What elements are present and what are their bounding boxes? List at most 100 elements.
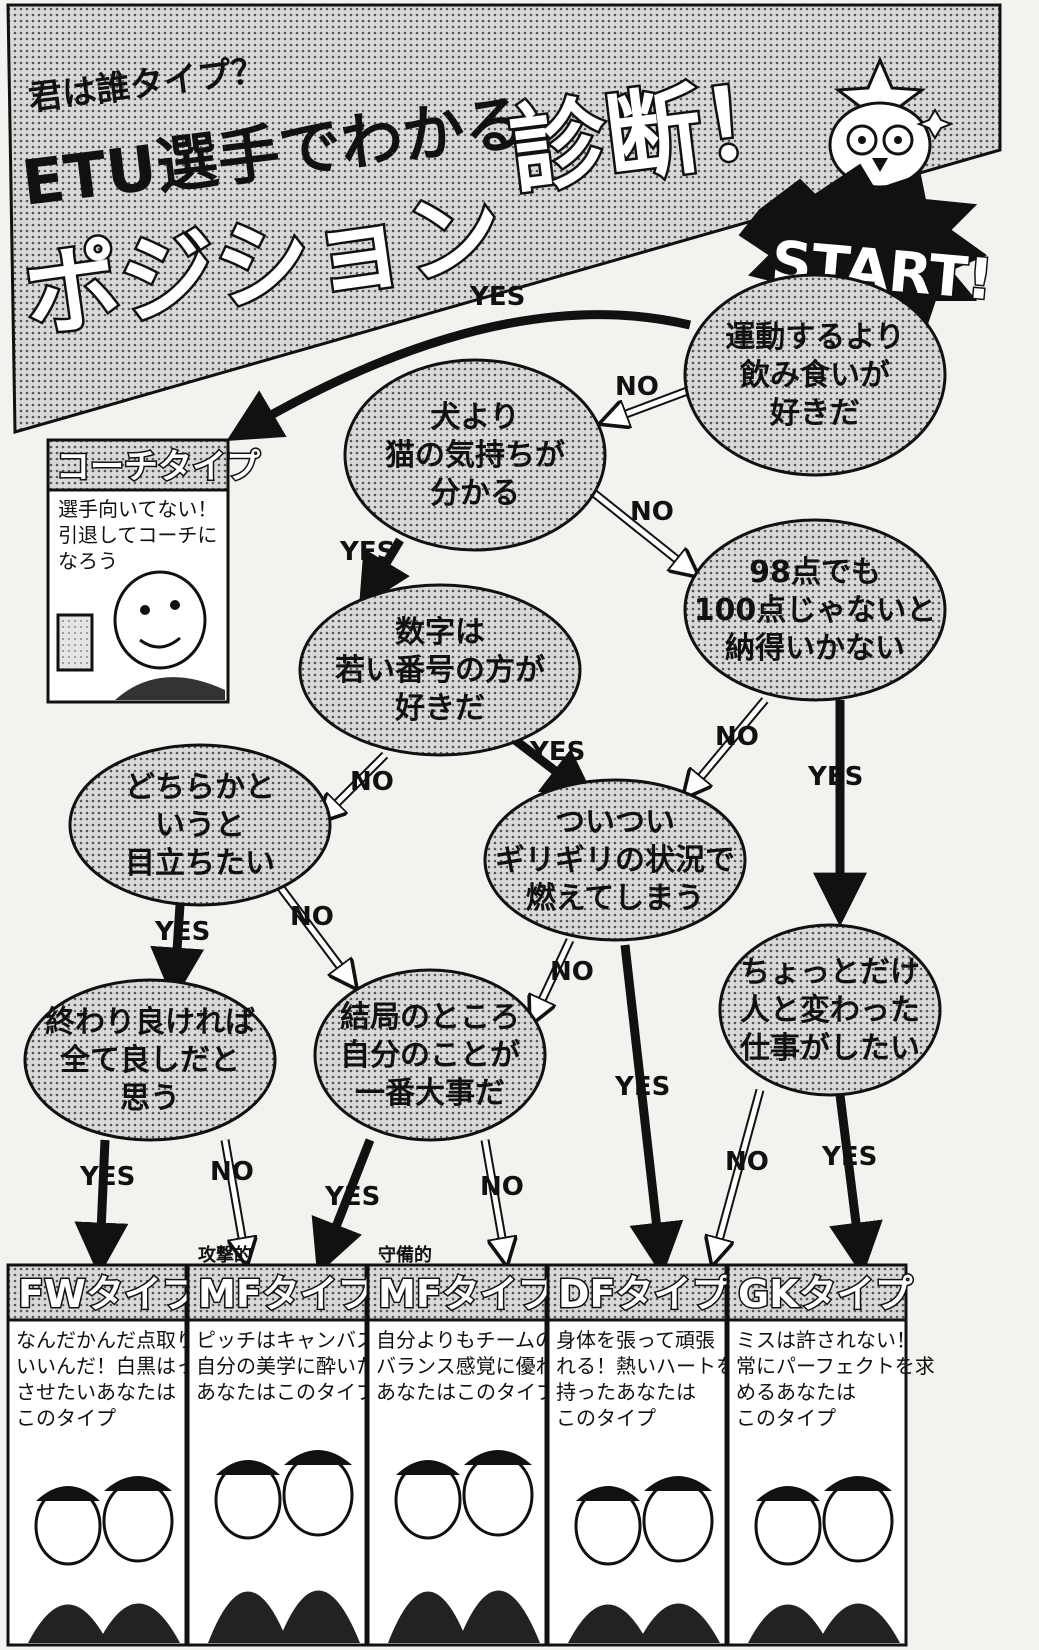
no-label: NO bbox=[630, 497, 674, 527]
type-desc-0-2: させたいあなたは bbox=[16, 1380, 176, 1404]
coach-desc-line3: なろう bbox=[58, 549, 118, 573]
no-label: NO bbox=[480, 1172, 524, 1202]
type-desc-4-3: このタイプ bbox=[736, 1406, 836, 1430]
type-desc-2-2: あなたはこのタイプ bbox=[376, 1380, 556, 1404]
yes-label: YES bbox=[79, 1162, 135, 1192]
arrow-no bbox=[690, 697, 769, 790]
no-label: NO bbox=[290, 902, 334, 932]
question-text-q8-1: 自分のことが bbox=[340, 1038, 520, 1073]
question-text-q7-2: 思う bbox=[120, 1081, 180, 1116]
type-title-1: MFタイプ bbox=[198, 1272, 376, 1316]
result-type-boxes: FWタイプなんだかんだ点取りゃいいんだ！白黒はっきりさせたいあなたはこのタイプ攻… bbox=[6, 1244, 935, 1647]
type-desc-0-3: このタイプ bbox=[16, 1406, 116, 1430]
yes-label: YES bbox=[339, 537, 395, 567]
type-desc-3-0: 身体を張って頑張 bbox=[556, 1328, 715, 1352]
player-portrait-icon bbox=[208, 1450, 360, 1643]
type-kicker-1: 攻撃的 bbox=[198, 1244, 252, 1266]
arrow-yes bbox=[150, 904, 205, 1002]
arrow-no bbox=[715, 1088, 765, 1255]
type-desc-3-3: このタイプ bbox=[556, 1406, 656, 1430]
question-text-q4-2: 納得いかない bbox=[725, 631, 905, 666]
question-text-q4-0: 98点でも bbox=[749, 555, 881, 590]
question-text-q6-1: ギリギリの状況で bbox=[495, 843, 735, 878]
question-text-q5-2: 目立ちたい bbox=[125, 846, 275, 881]
type-kicker-2: 守備的 bbox=[378, 1244, 432, 1266]
no-label: NO bbox=[715, 722, 759, 752]
question-text-q5-0: どちらかと bbox=[125, 770, 275, 805]
type-desc-0-0: なんだかんだ点取りゃ bbox=[16, 1328, 216, 1352]
type-desc-3-2: 持ったあなたは bbox=[556, 1380, 696, 1404]
arrow-yes bbox=[829, 1094, 883, 1277]
coach-character-icon bbox=[56, 570, 225, 700]
question-text-q7-0: 終わり良ければ bbox=[45, 1005, 255, 1040]
question-text-q1-2: 好きだ bbox=[769, 396, 860, 431]
arrow-no bbox=[587, 486, 690, 570]
arrow-yes bbox=[358, 537, 410, 609]
arrow-yes bbox=[512, 736, 598, 804]
question-text-q1-0: 運動するより bbox=[725, 320, 904, 355]
question-text-q9-1: 人と変わった bbox=[740, 993, 920, 1028]
type-desc-1-2: あなたはこのタイプ bbox=[196, 1380, 376, 1404]
arrows-layer bbox=[74, 310, 883, 1277]
yes-label: YES bbox=[807, 762, 863, 792]
question-text-q9-0: ちょっとだけ bbox=[740, 955, 920, 990]
type-desc-4-1: 常にパーフェクトを求 bbox=[736, 1354, 935, 1378]
question-text-q3-1: 若い番号の方が bbox=[335, 653, 545, 688]
owl-mascot-icon bbox=[828, 56, 954, 189]
question-text-q6-0: ついつい bbox=[555, 805, 675, 840]
no-label: NO bbox=[210, 1157, 254, 1187]
coach-title: コーチタイプ bbox=[56, 447, 260, 487]
arrow-no bbox=[610, 385, 692, 420]
yes-label: YES bbox=[614, 1072, 670, 1102]
type-desc-4-0: ミスは許されない！ bbox=[736, 1328, 916, 1352]
type-desc-4-2: めるあなたは bbox=[736, 1380, 856, 1404]
arrow-yes bbox=[74, 1139, 129, 1277]
arrow-no bbox=[535, 938, 575, 1015]
arrow-yes bbox=[226, 310, 692, 441]
question-text-q2-2: 分かる bbox=[430, 476, 520, 511]
player-portrait-icon bbox=[748, 1476, 900, 1643]
coach-desc-line1: 選手向いてない！ bbox=[58, 497, 217, 521]
player-portrait-icon bbox=[388, 1450, 540, 1643]
header-banner: 君は誰タイプ？ ETU選手でわかる 診断！ ポジション bbox=[6, 3, 1002, 434]
question-text-q8-2: 一番大事だ bbox=[355, 1076, 505, 1111]
coach-desc-line2: 引退してコーチに bbox=[58, 523, 217, 547]
arrow-no bbox=[480, 1139, 505, 1255]
arrow-yes bbox=[311, 1138, 375, 1276]
type-desc-1-1: 自分の美学に酔いたい bbox=[196, 1354, 396, 1378]
question-text-q4-1: 100点じゃないと bbox=[694, 593, 937, 628]
arrow-no bbox=[220, 1139, 245, 1255]
yes-label: YES bbox=[469, 282, 525, 312]
type-title-0: FWタイプ bbox=[18, 1272, 200, 1316]
type-desc-2-1: バランス感覚に優れた bbox=[376, 1354, 576, 1378]
yes-label: YES bbox=[529, 737, 585, 767]
type-title-2: MFタイプ bbox=[378, 1272, 556, 1316]
type-desc-3-1: れる！熱いハートを bbox=[556, 1354, 736, 1378]
yes-label: YES bbox=[324, 1182, 380, 1212]
yes-label: YES bbox=[154, 917, 210, 947]
no-label: NO bbox=[550, 957, 594, 987]
arrow-no bbox=[325, 751, 389, 815]
question-text-q2-1: 猫の気持ちが bbox=[385, 438, 565, 473]
arrow-no bbox=[271, 877, 350, 980]
question-text-q1-1: 飲み食いが bbox=[740, 358, 890, 393]
no-label: NO bbox=[725, 1147, 769, 1177]
type-title-3: DFタイプ bbox=[558, 1272, 730, 1316]
arrow-yes bbox=[620, 944, 684, 1277]
question-text-q5-1: いうと bbox=[155, 808, 245, 843]
